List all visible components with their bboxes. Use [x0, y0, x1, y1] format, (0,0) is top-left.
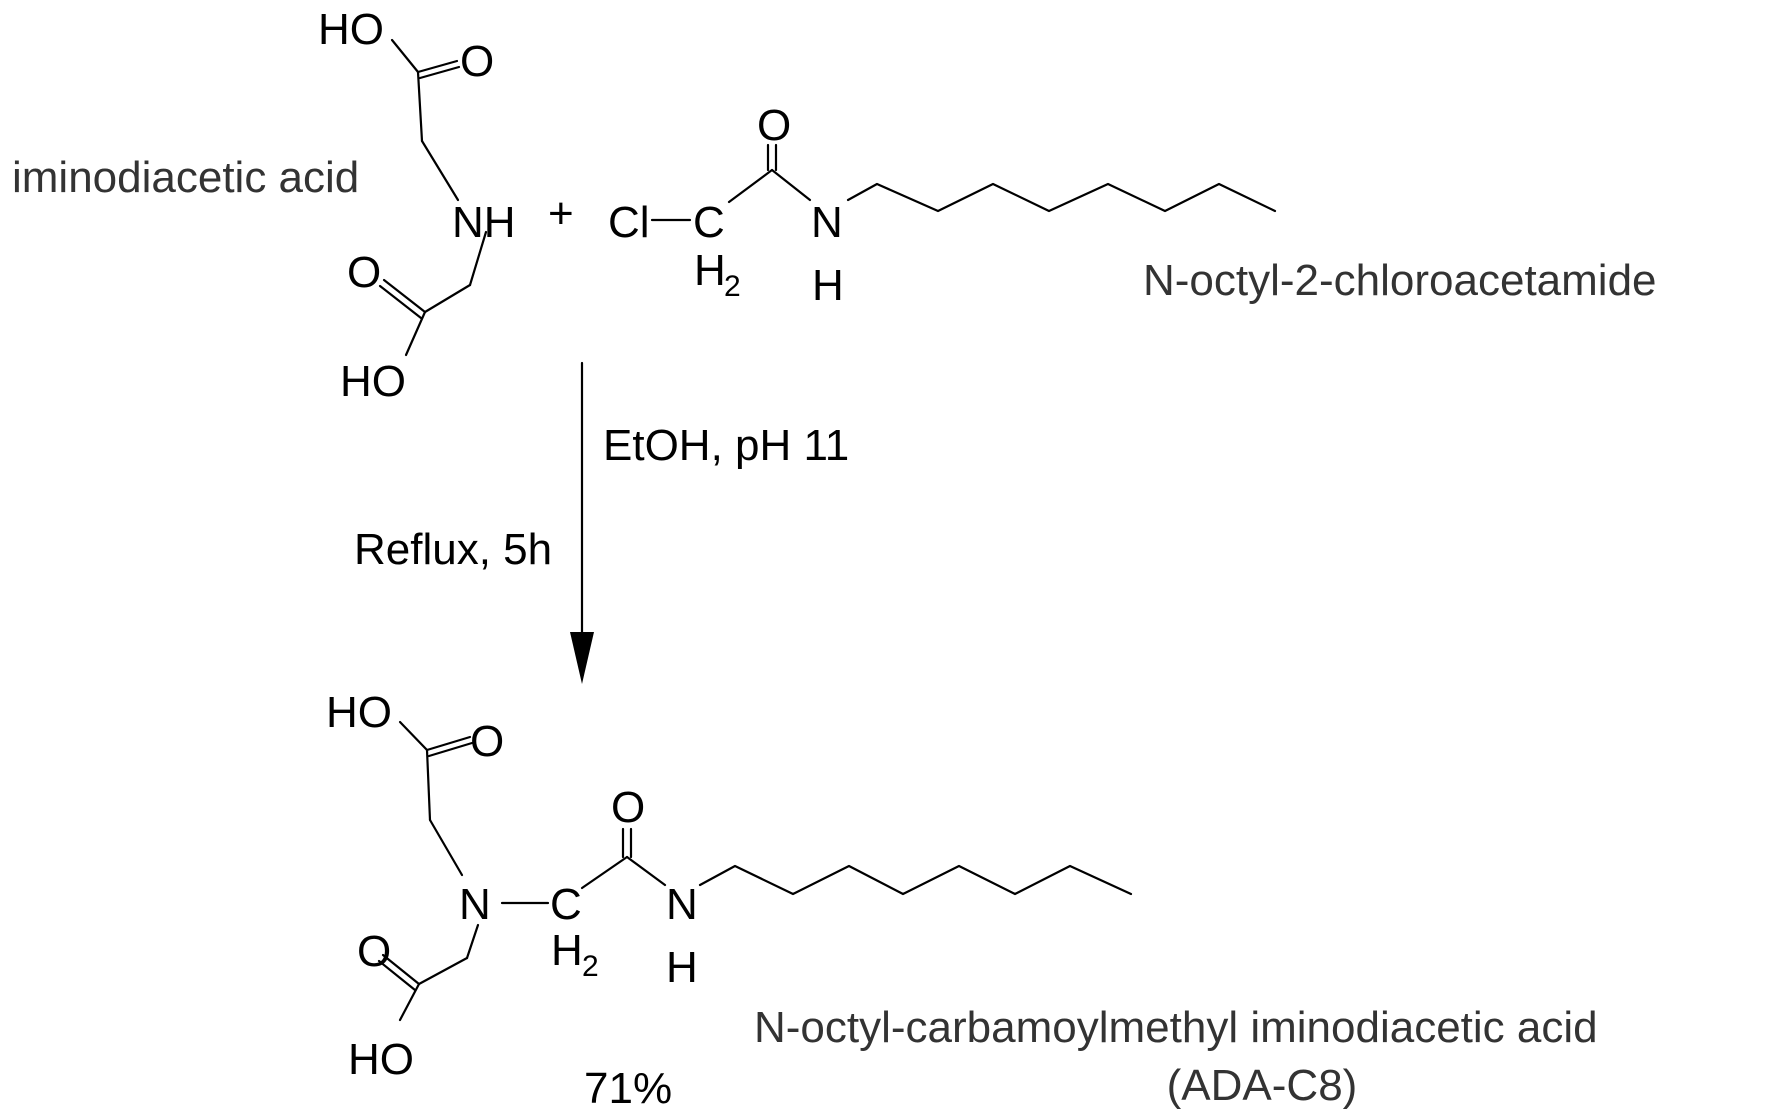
p-atom-h2: H — [551, 926, 583, 975]
atom-o-bottom: O — [347, 248, 381, 297]
bond-ch2-nh-top — [420, 139, 460, 202]
bond-c-carbonyl — [727, 168, 774, 204]
atom-n: N — [811, 198, 843, 247]
bond-nh-ch2-bottom — [468, 230, 488, 287]
p-atom-h2-subscript: 2 — [582, 950, 599, 983]
p-bond-c-ho-bottom — [398, 982, 421, 1022]
product-abbreviation: (ADA-C8) — [1167, 1061, 1358, 1110]
product-yield: 71% — [584, 1064, 672, 1113]
p-bond-c-o-top-double-a — [425, 735, 472, 752]
p-bond-ch2-n — [428, 818, 464, 877]
atom-nh-h: H — [812, 261, 844, 310]
bond-c-o-top-double-a — [416, 59, 459, 74]
arrow-head — [570, 632, 594, 684]
bond-c-ch2-top — [416, 70, 424, 143]
bond-ch2-c-bottom — [423, 283, 472, 314]
p-bond-ho-c-top — [398, 720, 429, 752]
p-atom-o-bottom: O — [357, 927, 391, 976]
p-octyl-chain — [698, 864, 1133, 896]
chloroacetamide-structure: Cl C H 2 O N H — [608, 101, 1277, 310]
atom-o: O — [757, 101, 791, 150]
plus-sign: + — [548, 189, 574, 238]
p-atom-nh-h: H — [666, 943, 698, 992]
p-atom-o-amide: O — [611, 783, 645, 832]
atom-ho-bottom: HO — [340, 357, 406, 406]
p-atom-c: C — [550, 880, 582, 929]
condition-reflux-time: Reflux, 5h — [354, 525, 552, 574]
p-bond-c-ch2-top — [425, 748, 432, 822]
p-bond-n-ch2-bottom — [465, 923, 480, 960]
bond-carbonyl-n — [770, 168, 812, 202]
product-name: N-octyl-carbamoylmethyl iminodiacetic ac… — [754, 1003, 1598, 1052]
ada-c8-structure: HO O N C H 2 O N H O HO — [326, 688, 1133, 1084]
reactant2-name: N-octyl-2-chloroacetamide — [1143, 256, 1657, 305]
iminodiacetic-acid-structure: HO O NH O HO — [318, 5, 516, 406]
p-atom-ho-top: HO — [326, 688, 392, 737]
p-bond-ch2-carbonyl — [580, 855, 629, 890]
atom-cl: Cl — [608, 198, 650, 247]
condition-solvent-ph: EtOH, pH 11 — [603, 421, 849, 470]
p-bond-c-o-bottom-double-b — [377, 959, 417, 992]
bond-c-ho-bottom — [404, 310, 427, 357]
p-bond-ch2-c-bottom — [417, 956, 469, 986]
atom-ho-top: HO — [318, 5, 384, 54]
atom-h2-subscript: 2 — [724, 270, 741, 303]
atom-h2: H — [694, 246, 726, 295]
p-atom-ho-bottom: HO — [348, 1035, 414, 1084]
atom-o-top: O — [460, 37, 494, 86]
bond-c-o-bottom-double-b — [378, 284, 423, 320]
p-atom-nh: N — [666, 880, 698, 929]
p-bond-c-o-top-double-b — [427, 741, 474, 758]
p-bond-c-o-bottom-double-a — [381, 953, 421, 986]
bond-c-o-top-double-b — [418, 65, 461, 80]
p-atom-n: N — [459, 880, 491, 929]
bond-c-o-bottom-double-a — [382, 278, 427, 314]
reaction-arrow — [570, 361, 594, 684]
bond-ho-c-top — [390, 38, 420, 74]
reactant1-name: iminodiacetic acid — [12, 153, 359, 202]
p-atom-o-top: O — [470, 717, 504, 766]
atom-c: C — [693, 198, 725, 247]
p-bond-carbonyl-nh — [625, 855, 667, 887]
atom-nh: NH — [452, 198, 516, 247]
octyl-chain — [846, 182, 1277, 213]
